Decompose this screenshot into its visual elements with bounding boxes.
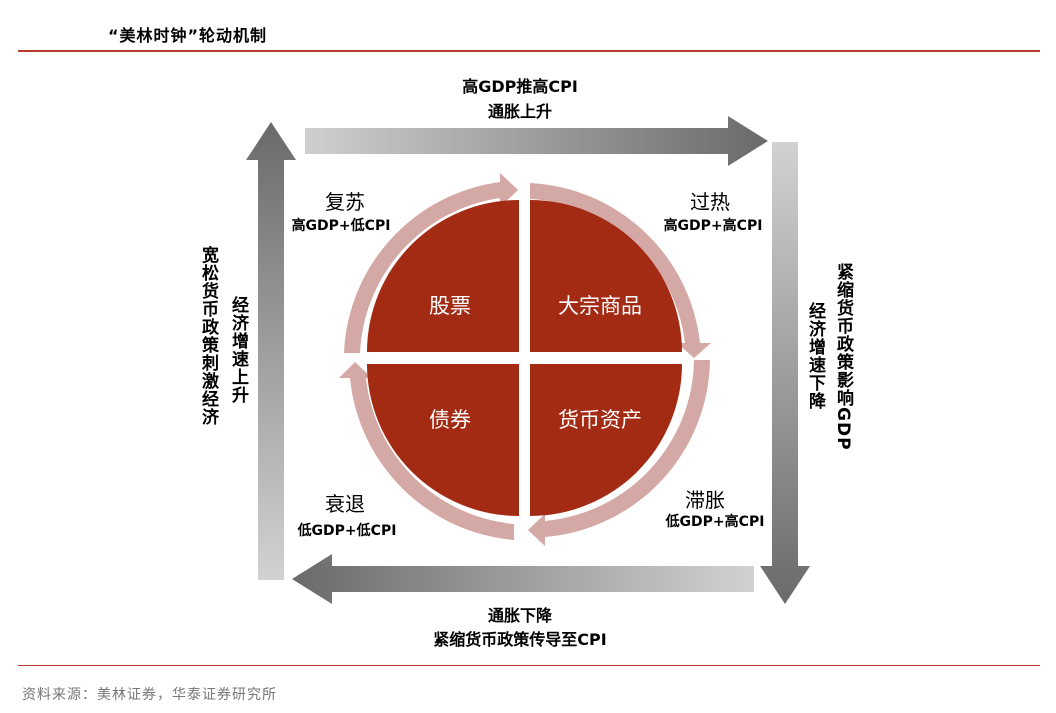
asset-commodities: 大宗商品	[558, 294, 642, 318]
right-arrow-label-inner: 经济增速下降	[805, 302, 825, 410]
top-rule	[18, 50, 1040, 52]
source-note: 资料来源：美林证券，华泰证券研究所	[22, 687, 277, 703]
top-arrow-label-2: 通胀上升	[487, 102, 552, 121]
phase-stagflation-name: 滞胀	[685, 488, 725, 512]
quadrant-stocks	[367, 200, 519, 352]
bottom-arrow-label-2: 紧缩货币政策传导至CPI	[433, 630, 607, 649]
asset-stocks: 股票	[429, 294, 471, 318]
left-arrow	[246, 122, 296, 580]
phase-recession-desc: 低GDP+低CPI	[297, 523, 397, 539]
phase-stagflation-desc: 低GDP+高CPI	[665, 514, 765, 530]
quadrant-bonds	[367, 364, 519, 516]
top-arrow-label-1: 高GDP推高CPI	[462, 77, 578, 96]
bottom-arrow-label-1: 通胀下降	[487, 606, 552, 625]
bottom-arrow	[292, 554, 754, 604]
right-arrow-label-outer: 紧缩货币政策影响GDP	[833, 263, 853, 451]
right-arrow	[760, 142, 810, 604]
quadrant-commodities	[530, 200, 682, 352]
ring-arc-overheat	[530, 183, 711, 358]
ring-arc-recession	[339, 362, 514, 540]
quadrant-cash	[530, 364, 682, 516]
ring-arc-recovery	[344, 173, 518, 353]
phase-recovery-desc: 高GDP+低CPI	[291, 218, 391, 234]
left-arrow-label-inner: 经济增速上升	[228, 296, 248, 404]
phase-overheat-desc: 高GDP+高CPI	[663, 218, 763, 234]
asset-cash: 货币资产	[558, 408, 642, 432]
bottom-rule	[18, 665, 1040, 666]
phase-recovery-name: 复苏	[325, 190, 365, 214]
phase-recession-name: 衰退	[325, 492, 365, 516]
ring-arc-stagflation	[528, 360, 710, 546]
phase-overheat-name: 过热	[690, 190, 730, 214]
page-title: “美林时钟”轮动机制	[108, 26, 268, 45]
top-arrow	[305, 116, 768, 166]
asset-bonds: 债券	[429, 408, 471, 432]
left-arrow-label-outer: 宽松货币政策刺激经济	[198, 246, 218, 426]
